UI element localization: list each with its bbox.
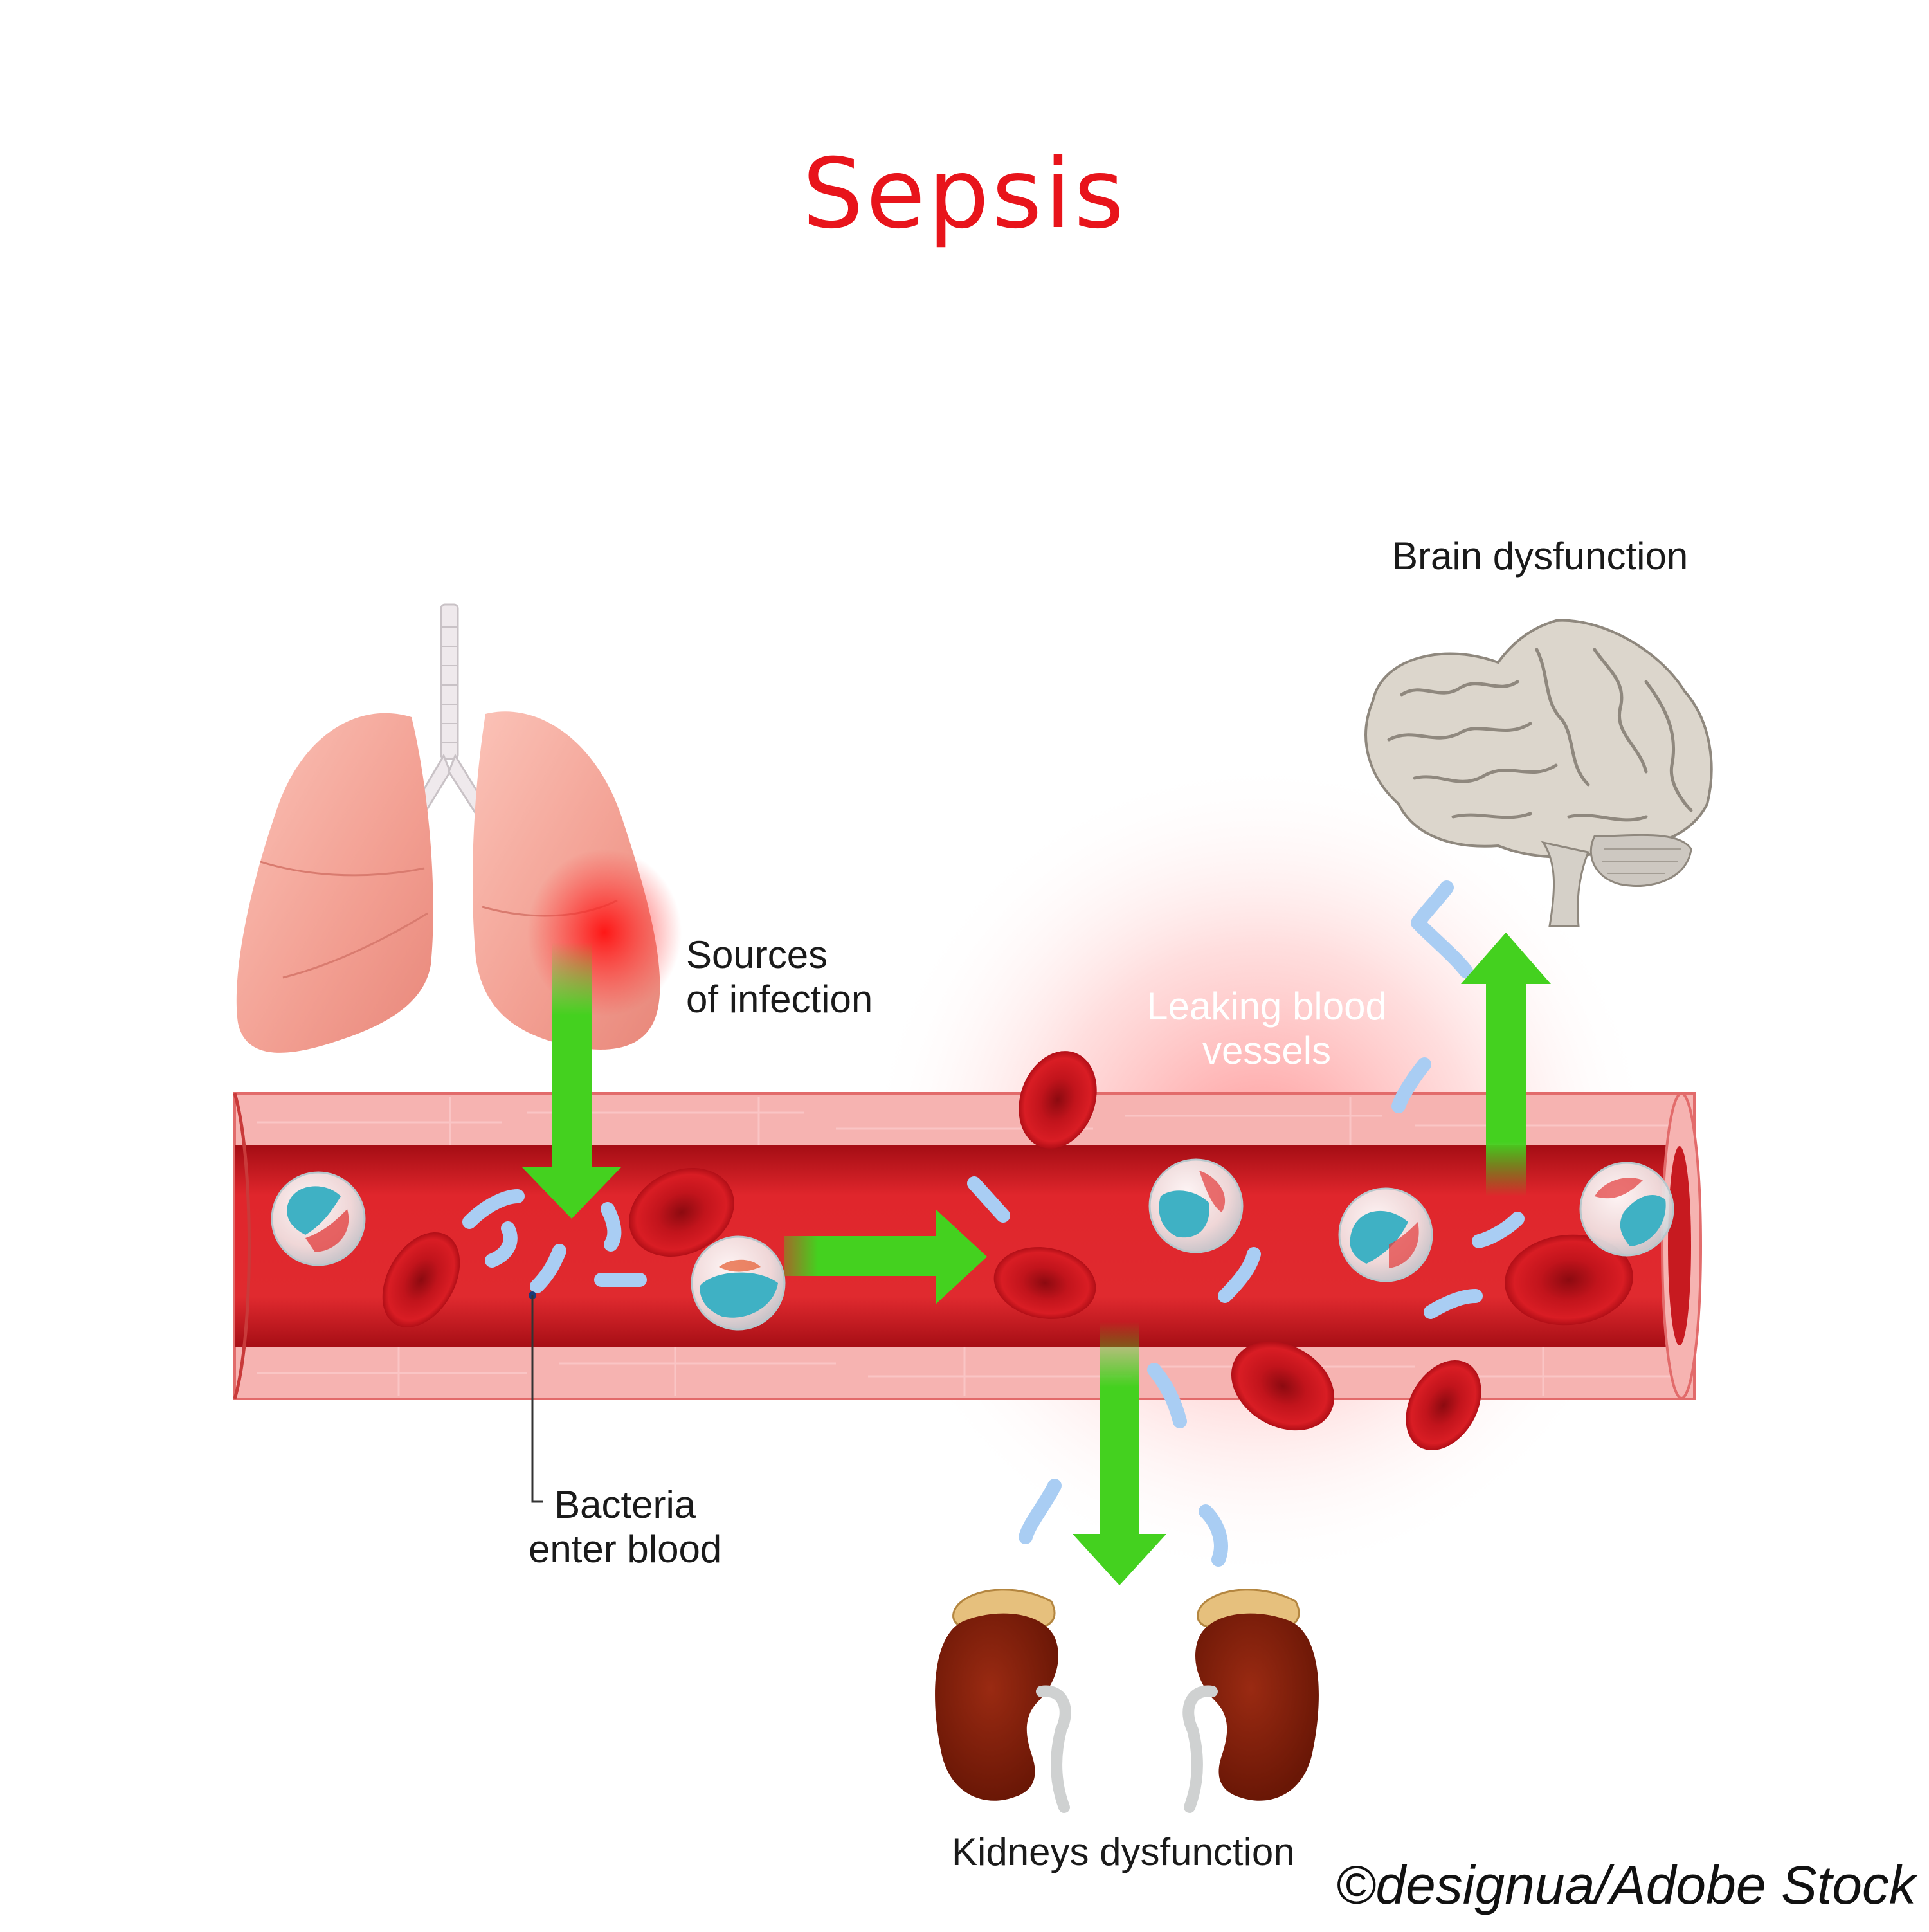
red-blood-cell — [993, 1247, 1096, 1319]
red-blood-cell — [1505, 1234, 1633, 1326]
arrow-to-brain — [1461, 933, 1551, 1196]
page-title: Sepsis — [802, 138, 1127, 250]
bacteria-callout-line — [529, 1291, 543, 1503]
label-line: vessels — [1202, 1029, 1332, 1072]
right-kidney — [1182, 1589, 1319, 1813]
white-blood-cells — [271, 1158, 1674, 1331]
left-kidney — [935, 1589, 1071, 1813]
white-blood-cell — [691, 1235, 786, 1331]
red-blood-cell — [1019, 1051, 1097, 1149]
label-line: of infection — [686, 978, 873, 1021]
kidneys-icon — [935, 1589, 1319, 1813]
arrow-flow-right — [784, 1209, 987, 1304]
bacterium — [462, 1189, 525, 1229]
white-blood-cell — [1579, 1162, 1674, 1257]
white-blood-cell — [271, 1171, 366, 1266]
bacterium — [601, 1202, 622, 1252]
label-kidneys-dysfunction: Kidneys dysfunction — [952, 1830, 1295, 1873]
bacterium — [1424, 1289, 1483, 1319]
red-blood-cell — [382, 1232, 460, 1327]
red-blood-cell — [1406, 1360, 1481, 1450]
bacterium — [1019, 1479, 1062, 1544]
red-blood-cell — [629, 1168, 734, 1257]
bacterium — [485, 1221, 518, 1268]
label-bacteria-enter-blood: Bacteria enter blood — [529, 1482, 721, 1571]
bacterium — [1218, 1247, 1261, 1303]
arrow-lung-to-blood — [522, 942, 621, 1219]
bacterium — [967, 1176, 1010, 1223]
image-credit: ©designua/Adobe Stock — [1336, 1855, 1916, 1915]
label-line: enter blood — [529, 1527, 722, 1571]
bacteria — [462, 880, 1525, 1567]
label-line: Bacteria — [554, 1483, 696, 1526]
label-brain-dysfunction: Brain dysfunction — [1392, 534, 1689, 578]
bacterium — [1472, 1212, 1525, 1248]
bacterium — [1391, 1057, 1431, 1113]
bacterium — [1147, 1363, 1187, 1428]
label-sources-of-infection: Sources of infection — [686, 933, 873, 1021]
bacterium — [1414, 919, 1473, 978]
bacterium — [1199, 1504, 1228, 1567]
arrow-to-kidneys — [1073, 1322, 1166, 1585]
red-blood-cell — [1231, 1341, 1335, 1431]
label-line: Sources — [686, 933, 828, 976]
white-blood-cell — [1148, 1158, 1244, 1253]
bacterium — [1411, 880, 1454, 930]
label-leaking-blood-vessels: Leaking blood vessels — [1138, 984, 1395, 1073]
white-blood-cell — [1338, 1187, 1433, 1282]
label-line: Leaking blood — [1146, 985, 1387, 1028]
lungs-icon — [236, 603, 682, 1053]
brain-icon — [1364, 619, 1713, 927]
red-blood-cells — [382, 1051, 1633, 1450]
bacterium — [530, 1244, 566, 1293]
